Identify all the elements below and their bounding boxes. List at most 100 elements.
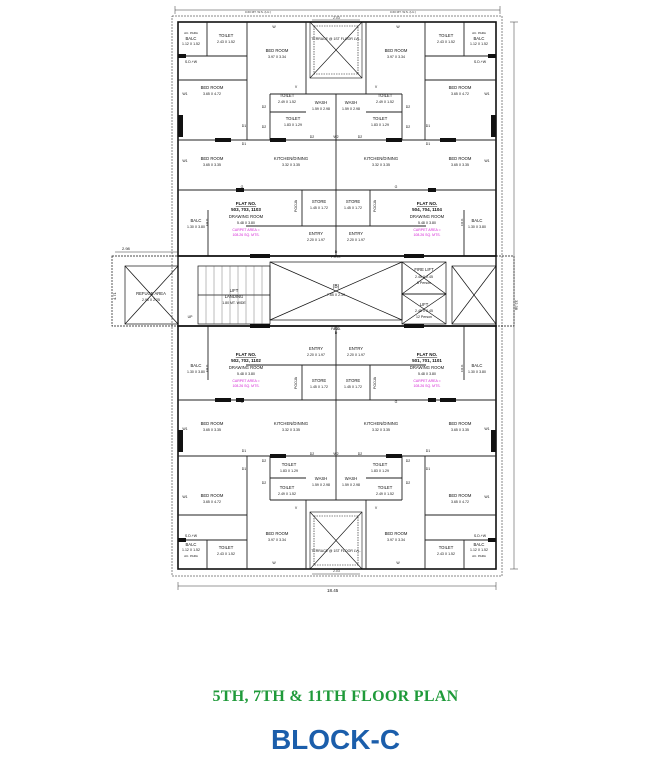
opening-tag: V bbox=[375, 506, 378, 510]
toilet-small-br-size: 1.83 X 1.29 bbox=[371, 469, 389, 473]
opening-tag: D2 bbox=[310, 452, 315, 456]
toilet-small-tr-size: 1.83 X 1.29 bbox=[371, 123, 389, 127]
toilet-small-br: TOILET bbox=[373, 462, 388, 467]
opening-tag: W1 bbox=[484, 427, 489, 431]
up-label: UP bbox=[188, 315, 194, 319]
block-title: BLOCK-C bbox=[270, 724, 401, 755]
bed-left-4-size: 3.65 X 4.72 bbox=[203, 500, 221, 504]
opening-tag: D2 bbox=[406, 481, 411, 485]
fire-lift-size: 2.45 X 2.45 bbox=[415, 275, 433, 279]
opening-tag: D2 bbox=[406, 125, 411, 129]
opening-tag: G bbox=[241, 185, 244, 189]
flat-br-title: FLAT NO. bbox=[417, 352, 437, 357]
flat-tr-title: FLAT NO. bbox=[417, 201, 437, 206]
toilet-bl-size: 2.43 X 1.52 bbox=[217, 552, 235, 556]
opening-tag: D2 bbox=[262, 459, 267, 463]
sdw-tl: S.D.+W bbox=[185, 60, 198, 64]
balc-bl: BALC bbox=[186, 542, 197, 547]
margin-label-top-left: 0.60 MT. W.S. (LU.) bbox=[245, 10, 271, 14]
sdw-bl: S.D.+W bbox=[185, 534, 198, 538]
carpet-br-value: 108.26 SQ. MTS. bbox=[413, 384, 440, 388]
opening-tag: W2 bbox=[333, 452, 338, 456]
toilet-mid-tl: TOILET bbox=[280, 93, 295, 98]
bed-right-4-size: 3.65 X 4.72 bbox=[451, 500, 469, 504]
frd-top: F.R.D. bbox=[331, 255, 341, 259]
carpet-tr-label: CARPET AREA = bbox=[413, 228, 440, 232]
carpet-bl-label: CARPET AREA = bbox=[232, 379, 259, 383]
opening-tag: D1 bbox=[242, 124, 247, 128]
bed-left-4: BED ROOM bbox=[201, 493, 224, 498]
balc-tl: BALC bbox=[186, 36, 197, 41]
kitchen-br: KITCHEN/DINING bbox=[364, 421, 398, 426]
terrace-top-label: TERRACE @ 1ST FLOOR LVL. bbox=[311, 37, 361, 41]
entry-bl: ENTRY bbox=[309, 346, 323, 351]
lobby-span-label: 4.21 bbox=[333, 327, 340, 331]
balc-side-tl: BALC bbox=[191, 218, 202, 223]
lobby-label: (B) bbox=[333, 284, 340, 290]
bed-right-3: BED ROOM bbox=[449, 421, 472, 426]
wash-tl-size: 1.59 X 2.98 bbox=[312, 107, 330, 111]
opening-tag: D2 bbox=[310, 135, 315, 139]
toilet-tr-size: 2.43 X 1.52 bbox=[437, 40, 455, 44]
opening-tag: W1 bbox=[484, 159, 489, 163]
toilet-mid-bl: TOILET bbox=[280, 485, 295, 490]
fire-lift-persons: 8 Person bbox=[417, 281, 431, 285]
wash-tr: WASH bbox=[345, 100, 357, 105]
entry-tl: ENTRY bbox=[309, 231, 323, 236]
toilet-mid-br-size: 2.49 X 1.52 bbox=[376, 492, 394, 496]
opening-tag: D1 bbox=[242, 142, 247, 146]
carpet-tr-value: 108.26 SQ. MTS. bbox=[413, 233, 440, 237]
balc-side-bl: BALC bbox=[191, 363, 202, 368]
frd-side-tl: F.R.D. bbox=[205, 218, 209, 227]
opening-tags: W1 W1 W1 W1 W1 W1 W1 W1 D1 D1 D1 D1 D1 D… bbox=[182, 25, 489, 565]
toilet-tr: TOILET bbox=[439, 33, 454, 38]
flat-tl-number: 503, 703, 1103 bbox=[231, 207, 261, 212]
store-bl-size: 1.45 X 1.72 bbox=[310, 385, 328, 389]
terrace-bottom bbox=[309, 511, 363, 570]
opening-tag: G bbox=[395, 185, 398, 189]
opening-tag: W1 bbox=[484, 92, 489, 96]
kitchen-tl-size: 3.32 X 3.35 bbox=[282, 163, 300, 167]
store-bl: STORE bbox=[312, 378, 327, 383]
store-tl: STORE bbox=[312, 199, 327, 204]
opening-tag: W2 bbox=[333, 135, 338, 139]
opening-tag: D2 bbox=[406, 459, 411, 463]
side-span-label: 2.98 bbox=[122, 246, 131, 251]
pooja-tr: POOJA bbox=[373, 199, 377, 212]
refuge-label: REFUGE AREA bbox=[136, 291, 166, 296]
fire-lift-label: FIRE LIFT bbox=[414, 267, 434, 272]
core-labels: REFUGE AREA 2.96 X 2.25 LIFT LANDING 1.8… bbox=[136, 255, 434, 319]
toilet-small-tr: TOILET bbox=[373, 116, 388, 121]
bed-bottom-left-size: 3.97 X 3.34 bbox=[268, 538, 286, 542]
frd-bottom: F.R.D. bbox=[331, 327, 341, 331]
opening-tag: W bbox=[272, 25, 276, 29]
carpet-bl-value: 108.26 SQ. MTS. bbox=[232, 384, 259, 388]
toilet-bl: TOILET bbox=[219, 545, 234, 550]
entry-br-size: 2.20 X 1.97 bbox=[347, 353, 365, 357]
bed-right-2: BED ROOM bbox=[449, 156, 472, 161]
balc-side-tr-size: 1.30 X 3.80 bbox=[468, 225, 486, 229]
store-tl-size: 1.45 X 1.72 bbox=[310, 206, 328, 210]
ac-para-tr: AC. PARA bbox=[472, 31, 486, 35]
toilet-mid-tr: TOILET bbox=[378, 93, 393, 98]
drawing-tl-size: 5.48 X 3.80 bbox=[237, 221, 255, 225]
store-br-size: 1.45 X 1.72 bbox=[344, 385, 362, 389]
flat-bl-number: 502, 702, 1102 bbox=[231, 358, 261, 363]
toilet-mid-br: TOILET bbox=[378, 485, 393, 490]
toilet-tl-size: 2.43 X 1.52 bbox=[217, 40, 235, 44]
bed-bottom-right-size: 3.97 X 3.34 bbox=[387, 538, 405, 542]
carpet-br-label: CARPET AREA = bbox=[413, 379, 440, 383]
sdw-tr: S.D.+W bbox=[474, 60, 487, 64]
ac-para-tl: AC. PARA bbox=[184, 31, 198, 35]
entry-bl-size: 2.20 X 1.97 bbox=[307, 353, 325, 357]
kitchen-bl: KITCHEN/DINING bbox=[274, 421, 308, 426]
bed-top-right-size: 3.97 X 3.34 bbox=[387, 55, 405, 59]
toilet-br-size: 2.43 X 1.52 bbox=[437, 552, 455, 556]
bed-left-3-size: 3.65 X 3.35 bbox=[203, 428, 221, 432]
balc-br-size: 1.12 X 1.52 bbox=[470, 548, 488, 552]
drawing-tl: DRAWING ROOM bbox=[229, 214, 264, 219]
stair-width-label: 1.80 MT. WIDE bbox=[222, 301, 246, 305]
opening-tag: D1 bbox=[426, 142, 431, 146]
bed-bottom-right: BED ROOM bbox=[385, 531, 408, 536]
lift-label: LIFT bbox=[230, 288, 239, 293]
